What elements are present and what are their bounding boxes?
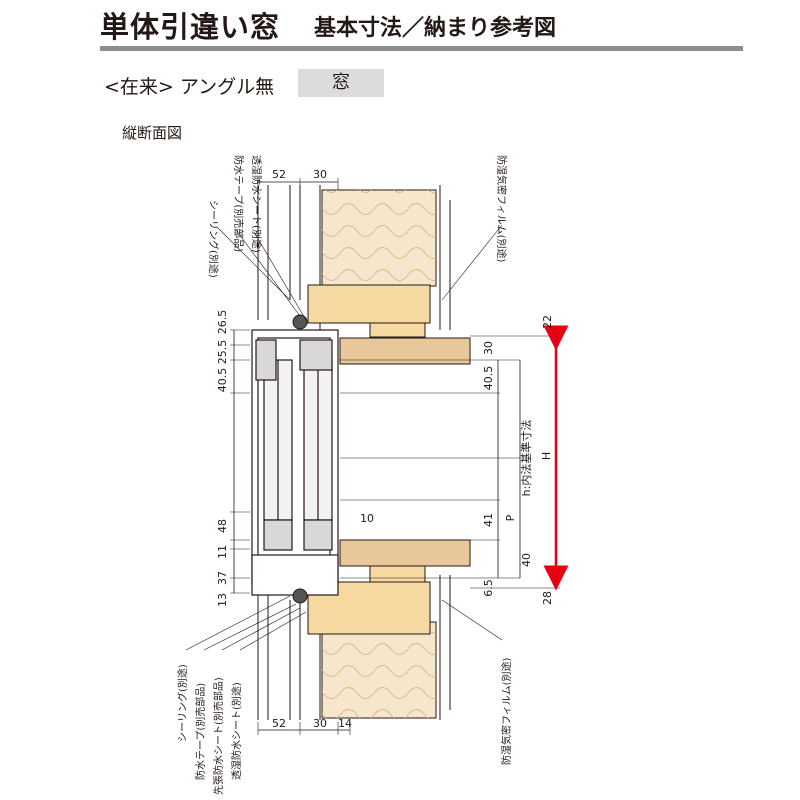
dim-top-52: 52 (272, 168, 286, 181)
title-rule (100, 46, 743, 51)
dim-right-40-5: 40.5 (482, 366, 495, 391)
dim-right-30: 30 (482, 341, 495, 355)
dim-top-30: 30 (313, 168, 327, 181)
callout-sheet-bottom: 透湿防水シート(別途) (230, 682, 243, 780)
dim-bottom-30: 30 (313, 717, 327, 730)
section-label: 縦断面図 (122, 124, 183, 142)
dim-right-28: 28 (541, 591, 554, 605)
sealant-bottom (292, 588, 308, 604)
sealant-top (292, 314, 308, 330)
callout-film-bottom: 防湿気密フィルム(別途) (500, 657, 513, 765)
dim-left-25-5: 25.5 (216, 340, 229, 365)
variant-label: <在来> アングル無 (104, 76, 275, 98)
callout-sheet-top: 透湿防水シート(別途) (250, 155, 263, 253)
wall-structure (257, 185, 321, 720)
dim-left-40-5: 40.5 (216, 368, 229, 393)
window-tag: 窓 (298, 69, 384, 97)
dim-right-40: 40 (520, 553, 533, 567)
page-subtitle: 基本寸法／納まり参考図 (314, 16, 557, 41)
dim-bottom-14: 14 (338, 717, 352, 730)
dim-left-48: 48 (216, 519, 229, 533)
dim-left-26-5: 26.5 (216, 310, 229, 335)
dim-right-22: 22 (541, 315, 554, 329)
dim-H-label: H (540, 452, 553, 460)
dim-left-11: 11 (216, 545, 229, 559)
callout-tape-top: 防水テープ(別売部品) (232, 155, 245, 252)
leader-lines (185, 224, 503, 651)
header-wood-lower (369, 322, 426, 338)
dim-bottom-52: 52 (272, 717, 286, 730)
interior-board-bottom (339, 539, 471, 567)
callout-presheet-bottom: 先張防水シート(別売部品) (212, 677, 225, 795)
dim-h-label: h:内法基準寸法 (519, 420, 533, 497)
dim-left-13: 13 (216, 593, 229, 607)
callout-sealing-bottom: シーリング(別途) (176, 664, 189, 742)
callout-film-top: 防湿気密フィルム(別途) (495, 155, 508, 263)
window-frame (251, 329, 339, 596)
page-title: 単体引違い窓 (100, 10, 281, 44)
membrane-lines (439, 185, 451, 720)
dim-p-label: P (504, 514, 517, 521)
interior-board-top (339, 337, 471, 365)
dimension-lines (233, 181, 521, 731)
dim-left-37: 37 (216, 571, 229, 585)
dim-right-41: 41 (482, 513, 495, 527)
callout-sealing-top: シーリング(別途) (207, 200, 220, 278)
dim-right-10: 10 (360, 512, 374, 525)
callout-tape-bottom: 防水テープ(別売部品) (194, 683, 207, 780)
header-wood (307, 284, 431, 324)
dim-right-6-5: 6.5 (482, 579, 495, 597)
